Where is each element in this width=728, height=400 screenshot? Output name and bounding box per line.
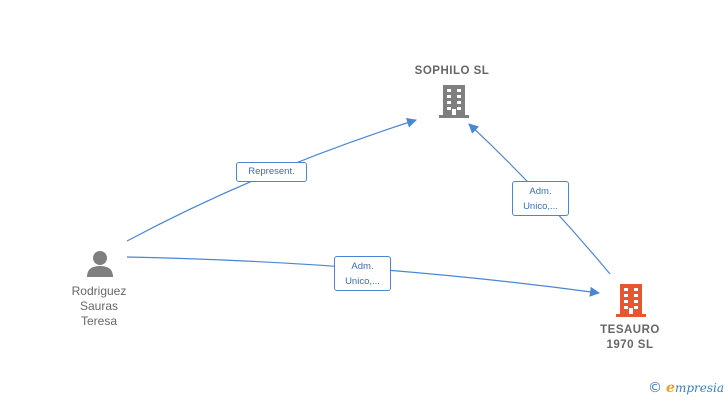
sophilo-name: SOPHILO SL bbox=[414, 65, 490, 77]
person-label[interactable]: Rodriguez Sauras Teresa bbox=[54, 284, 144, 329]
tesauro-name-line1: TESAURO bbox=[600, 324, 660, 336]
sophilo-label[interactable]: SOPHILO SL bbox=[400, 64, 504, 79]
tesauro-name-line2: 1970 SL bbox=[606, 339, 654, 351]
edge-label-line1: Adm. bbox=[351, 261, 374, 272]
person-name-line1: Rodriguez bbox=[71, 284, 127, 298]
brand-initial: e bbox=[666, 380, 675, 396]
edge-label-person-tesauro[interactable]: Adm. Unico,... bbox=[334, 256, 391, 291]
person-name-line3: Teresa bbox=[80, 314, 118, 328]
edge-label-represent[interactable]: Represent. bbox=[236, 162, 307, 182]
tesauro-label[interactable]: TESAURO 1970 SL bbox=[580, 323, 680, 353]
copyright-symbol: © bbox=[648, 380, 663, 396]
brand-name: mpresia bbox=[674, 381, 724, 395]
tesauro-building-icon[interactable] bbox=[616, 284, 646, 317]
edge-label-line2: Unico,... bbox=[345, 276, 380, 287]
edge-label-line2: Unico,... bbox=[523, 201, 558, 212]
edge-label-line1: Adm. bbox=[529, 186, 552, 197]
person-icon[interactable] bbox=[87, 251, 113, 277]
person-name-line2: Sauras bbox=[79, 299, 119, 313]
sophilo-building-icon[interactable] bbox=[439, 85, 469, 118]
edge-label-represent-text: Represent. bbox=[248, 166, 295, 177]
edge-label-tesauro-sophilo[interactable]: Adm. Unico,... bbox=[512, 181, 569, 216]
empresia-logo[interactable]: ©empresia bbox=[648, 380, 724, 396]
